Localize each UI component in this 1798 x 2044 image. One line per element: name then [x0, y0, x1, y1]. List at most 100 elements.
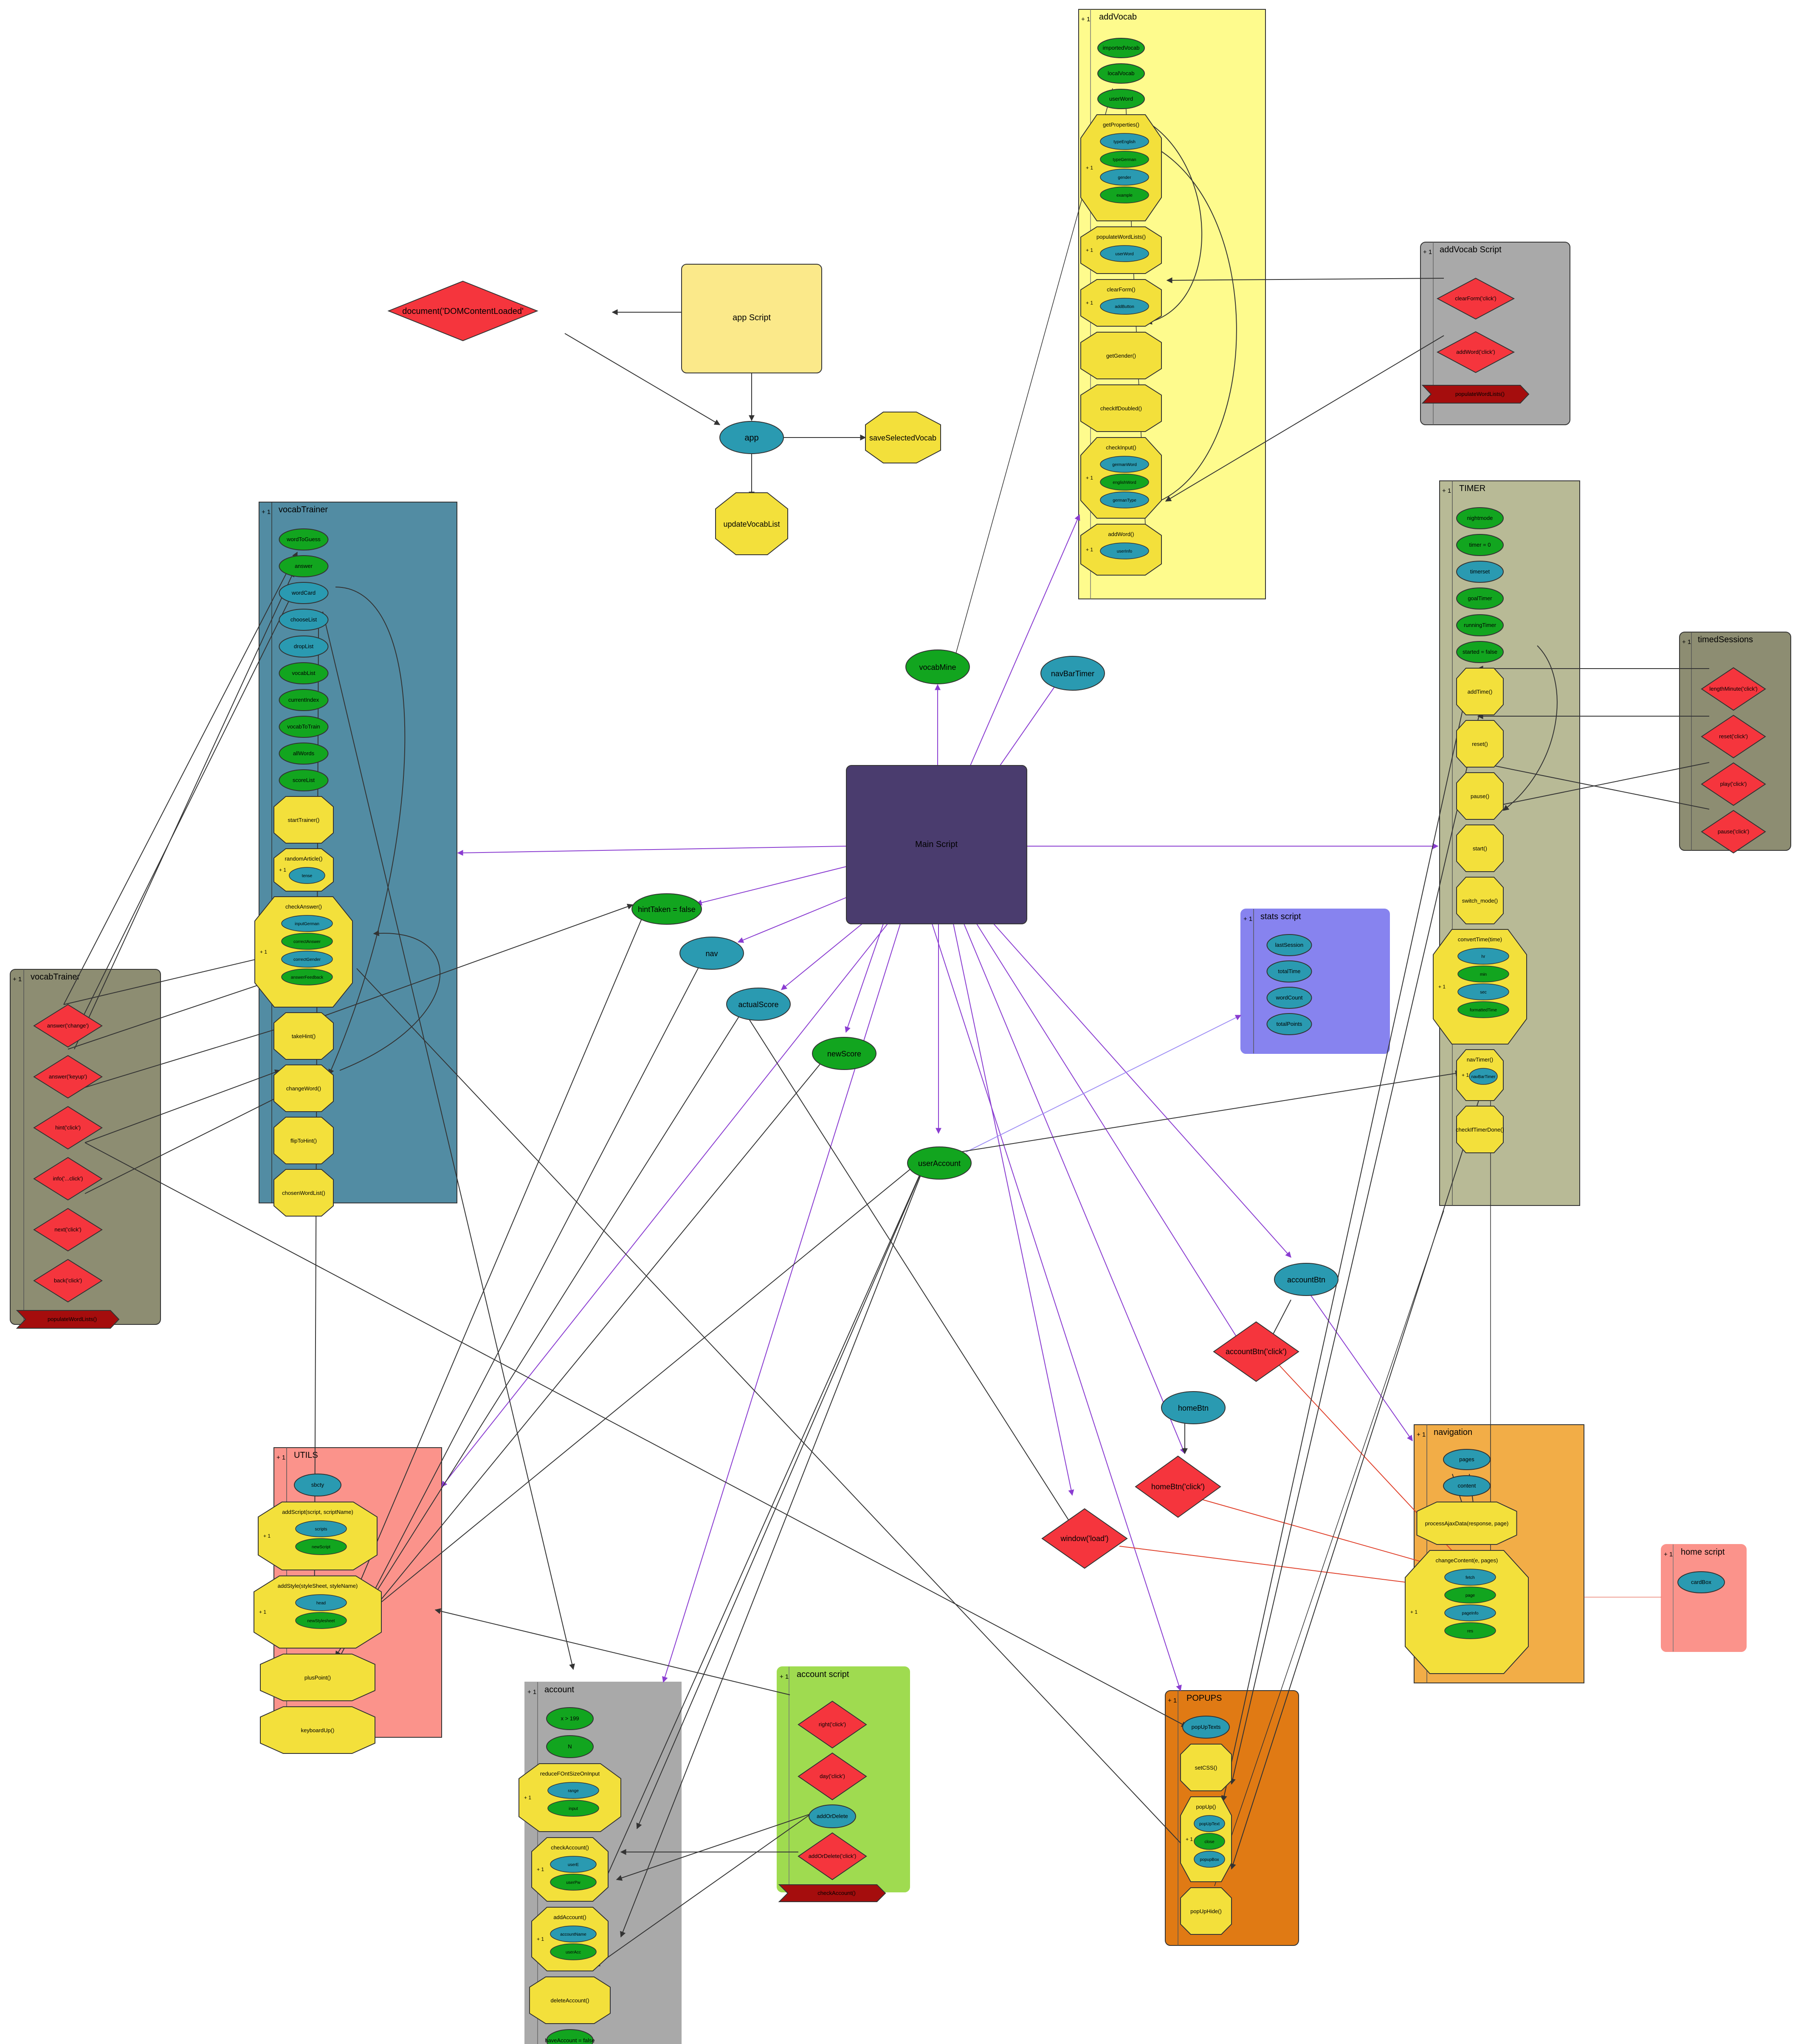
germantype-node[interactable]: germanType — [1100, 491, 1149, 508]
app-script-node[interactable]: app Script — [681, 264, 822, 373]
collapse-toggle[interactable]: + 1 — [537, 1866, 544, 1872]
germanword-node[interactable]: germanWord — [1100, 456, 1149, 473]
userword-node[interactable]: userWord — [1100, 245, 1149, 262]
document-domcontentloaded-event[interactable]: document('DOMContentLoaded' — [387, 280, 538, 342]
correctgender-node[interactable]: correctGender — [281, 951, 333, 968]
cardbox-node[interactable]: cardBox — [1677, 1571, 1725, 1593]
changecontent-e-pages-node[interactable]: changeContent(e, pages)+ 1fetchpagepageI… — [1405, 1550, 1529, 1674]
update-vocab-list-node[interactable]: updateVocabList — [715, 492, 788, 555]
hint-taken-node[interactable]: hintTaken = false — [631, 893, 702, 925]
starttrainer-node[interactable]: startTrainer() — [273, 796, 334, 844]
collapse-toggle[interactable]: + 1 — [1442, 487, 1451, 494]
wordtoguess-node[interactable]: wordToGuess — [279, 528, 329, 551]
collapse-toggle[interactable]: + 1 — [1438, 984, 1446, 990]
answer-keyup-node[interactable]: answer('keyup') — [33, 1055, 103, 1099]
collapse-toggle[interactable]: + 1 — [260, 949, 267, 955]
collapse-toggle[interactable]: + 1 — [1086, 547, 1093, 553]
setcss-node[interactable]: setCSS() — [1180, 1744, 1232, 1791]
pause-node[interactable]: pause() — [1456, 772, 1504, 820]
fetch-node[interactable]: fetch — [1444, 1569, 1496, 1586]
vocab-mine-node[interactable]: vocabMine — [905, 649, 970, 684]
next-click-node[interactable]: next('click') — [33, 1208, 103, 1252]
sbcty-node[interactable]: sbcty — [294, 1474, 341, 1496]
vocabtotrain-node[interactable]: vocabToTrain — [279, 716, 329, 738]
popuptexts-node[interactable]: popUpTexts — [1182, 1716, 1230, 1739]
collapse-toggle[interactable]: + 1 — [1168, 1697, 1177, 1704]
useracc-node[interactable]: userAcc — [550, 1943, 597, 1960]
example-node[interactable]: example — [1100, 186, 1149, 203]
content-node[interactable]: content — [1443, 1475, 1491, 1496]
takehint-node[interactable]: takeHint() — [273, 1012, 334, 1060]
currentindex-node[interactable]: currentIndex — [279, 689, 329, 711]
userword-node[interactable]: userWord — [1097, 89, 1145, 109]
formattedtime-node[interactable]: formattedTime — [1457, 1001, 1509, 1018]
res-node[interactable]: res — [1444, 1622, 1496, 1639]
collapse-toggle[interactable]: + 1 — [262, 508, 271, 516]
vocablist-node[interactable]: vocabList — [279, 662, 329, 684]
changeword-node[interactable]: changeWord() — [273, 1064, 334, 1112]
userinfo-node[interactable]: userInfo — [1100, 542, 1149, 559]
typegerman-node[interactable]: typeGerman — [1100, 151, 1149, 168]
head-node[interactable]: head — [295, 1594, 347, 1611]
collapse-toggle[interactable]: + 1 — [1664, 1551, 1673, 1558]
app-node[interactable]: app — [719, 421, 784, 454]
collapse-toggle[interactable]: + 1 — [1243, 915, 1252, 923]
collapse-toggle[interactable]: + 1 — [524, 1795, 531, 1801]
keyboardup-node[interactable]: keyboardUp() — [260, 1706, 375, 1754]
popuphide-node[interactable]: popUpHide() — [1180, 1887, 1232, 1935]
popuptext-node[interactable]: popUpText — [1194, 1815, 1225, 1832]
correctanswer-node[interactable]: correctAnswer — [281, 933, 333, 950]
collapse-toggle[interactable]: + 1 — [1186, 1836, 1193, 1842]
addtime-node[interactable]: addTime() — [1456, 668, 1504, 715]
englishword-node[interactable]: englishWord — [1100, 474, 1149, 491]
lengthminute-click-node[interactable]: lengthMinute('click') — [1701, 667, 1766, 711]
addbutton-node[interactable]: addButton — [1100, 298, 1149, 315]
deleteaccount-node[interactable]: deleteAccount() — [529, 1976, 611, 2024]
nav-bar-timer-node[interactable]: navBarTimer — [1040, 656, 1105, 691]
input-node[interactable]: input — [547, 1800, 599, 1817]
pluspoint-node[interactable]: plusPoint() — [260, 1654, 375, 1701]
collapse-toggle[interactable]: + 1 — [527, 1688, 536, 1696]
checkaccount-node[interactable]: checkAccount() — [778, 1884, 886, 1902]
addordelete-click-node[interactable]: addOrDelete('click') — [798, 1832, 867, 1880]
answer-change-node[interactable]: answer('change') — [33, 1004, 103, 1048]
account-btn-node[interactable]: accountBtn — [1274, 1263, 1339, 1296]
back-click-node[interactable]: back('click') — [33, 1259, 103, 1303]
collapse-toggle[interactable]: + 1 — [1423, 248, 1432, 256]
userpw-node[interactable]: userPw — [550, 1874, 597, 1891]
info-click-node[interactable]: info('...click') — [33, 1157, 103, 1201]
newstylesheet-node[interactable]: newStylesheet — [295, 1612, 347, 1629]
wordcount-node[interactable]: wordCount — [1266, 987, 1312, 1009]
haveaccount-false-node[interactable]: haveAccount = false — [545, 2029, 595, 2044]
droplist-node[interactable]: dropList — [279, 635, 329, 658]
clearform-click-node[interactable]: clearForm('click') — [1436, 277, 1515, 320]
save-selected-vocab-node[interactable]: saveSelectedVocab — [865, 412, 941, 463]
nightmode-node[interactable]: nightmode — [1456, 507, 1504, 529]
collapse-toggle[interactable]: + 1 — [1086, 165, 1093, 171]
close-node[interactable]: close — [1194, 1833, 1225, 1850]
scorelist-node[interactable]: scoreList — [279, 769, 329, 791]
getgender-node[interactable]: getGender() — [1080, 332, 1162, 379]
lastsession-node[interactable]: lastSession — [1266, 934, 1312, 956]
reset-click-node[interactable]: reset('click') — [1701, 714, 1766, 759]
collapse-toggle[interactable]: + 1 — [1682, 638, 1691, 646]
range-node[interactable]: range — [547, 1782, 599, 1799]
started-false-node[interactable]: started = false — [1456, 641, 1504, 663]
tense-node[interactable]: tense — [289, 867, 325, 884]
reset-node[interactable]: reset() — [1456, 720, 1504, 768]
addstyle-stylesheet-stylename-node[interactable]: addStyle(styleSheet, styleName)+ 1headne… — [254, 1575, 382, 1649]
fliptohint-node[interactable]: flipToHint() — [273, 1117, 334, 1164]
collapse-toggle[interactable]: + 1 — [279, 867, 286, 873]
checkanswer-node[interactable]: checkAnswer()+ 1inputGermancorrectAnswer… — [254, 896, 353, 1008]
gender-node[interactable]: gender — [1100, 169, 1149, 186]
day-click-node[interactable]: day('click') — [798, 1752, 867, 1801]
collapse-toggle[interactable]: + 1 — [1081, 16, 1090, 23]
right-click-node[interactable]: right('click') — [798, 1700, 867, 1749]
